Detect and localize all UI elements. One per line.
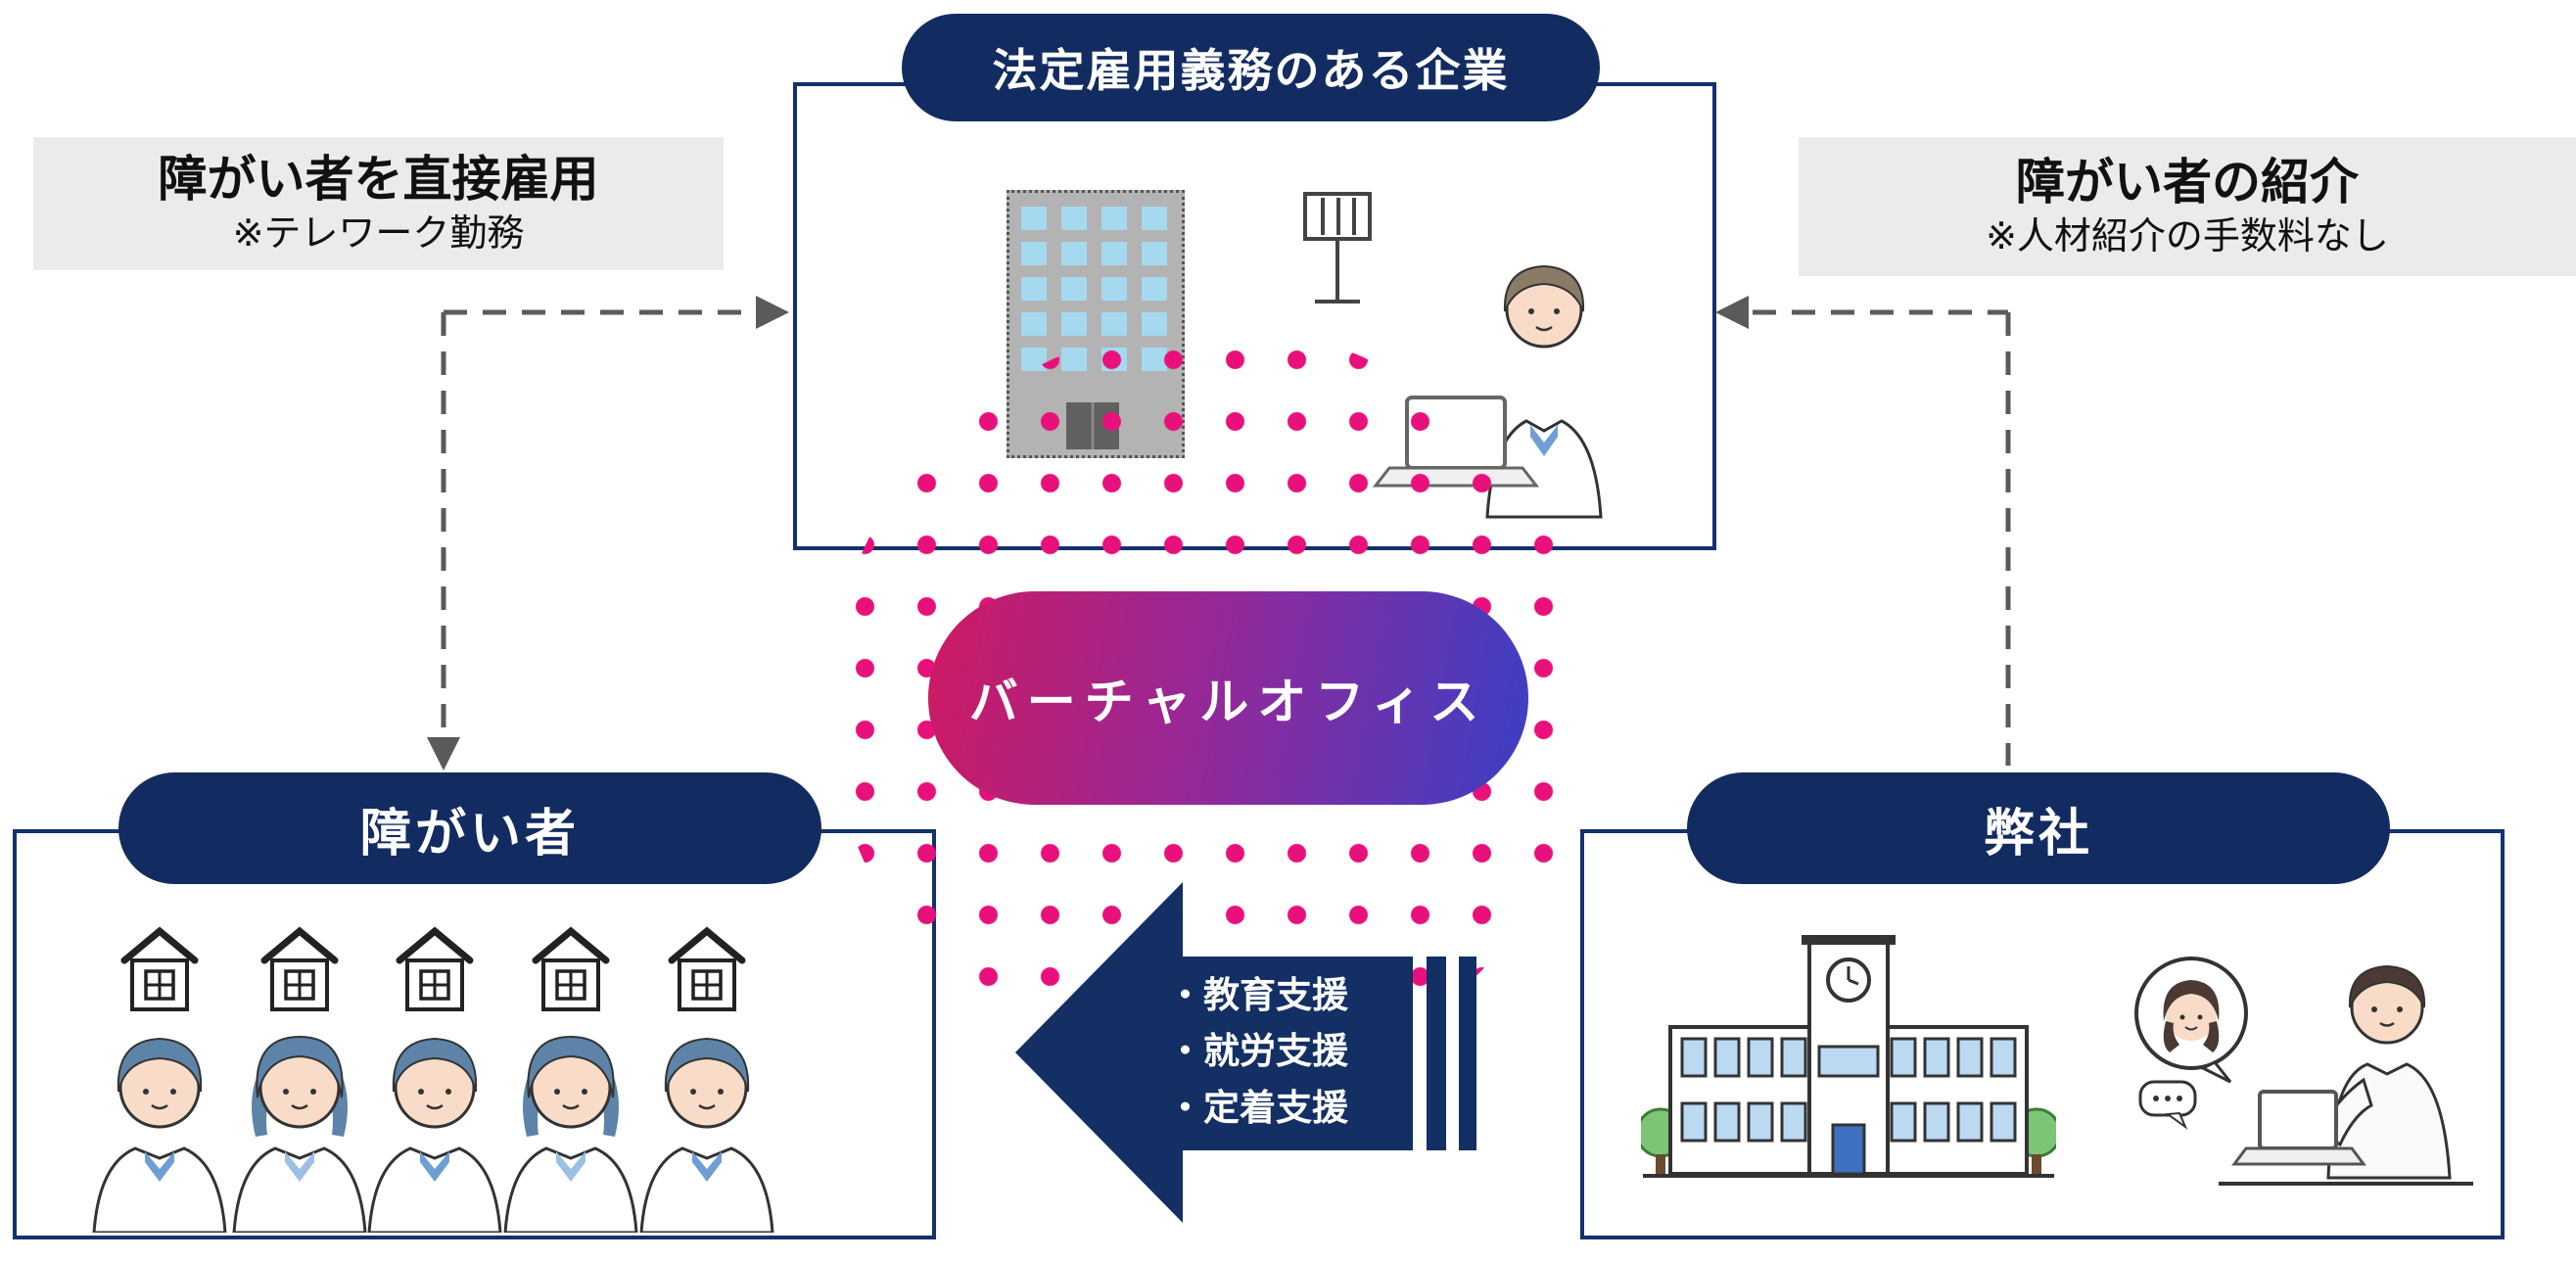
support-item: ・教育支援 [1167,975,1348,1015]
houses-row [103,923,866,1016]
worker-icon [503,1035,638,1233]
worker-icon [367,1037,502,1233]
speech-bubble-icon [2138,1080,2197,1130]
referral-subtitle: ※人材紹介の手数料なし [1986,215,2389,257]
our-company-label-pill: 弊社 [1687,772,2390,884]
employment-flow-arrow [441,309,754,734]
disabled-workers-illustration [92,1035,774,1233]
virtual-office-label: バーチャルオフィス [968,675,1488,729]
consultation-icon [2134,957,2473,1186]
arrowhead-left-icon [1715,296,1749,329]
company-label: 法定雇用義務のある企業 [992,45,1510,96]
house-icon [672,931,742,1009]
support-arrow [1015,882,1476,1223]
virtual-office-pill: バーチャルオフィス [928,591,1528,805]
house-icon [399,931,470,1009]
flag-board-icon [1303,192,1372,304]
company-label-pill: 法定雇用義務のある企業 [902,14,1600,121]
arrowhead-right-icon [756,296,789,329]
worker-icon [639,1037,774,1233]
referral-title: 障がい者の紹介 [2016,155,2359,210]
direct-employment-subtitle: ※テレワーク勤務 [232,212,525,255]
support-item: ・定着支援 [1167,1087,1348,1128]
house-icon [264,931,335,1009]
arrowhead-down-icon [427,737,460,771]
worker-icon [92,1037,227,1233]
direct-employment-title: 障がい者を直接雇用 [158,152,599,208]
disabled-persons-label-pill: 障がい者 [118,772,821,884]
referral-flow-arrow [1753,309,2011,766]
disabled-persons-box [13,829,936,1239]
direct-employment-note: 障がい者を直接雇用 ※テレワーク勤務 [33,137,724,270]
our-company-label: 弊社 [1983,805,2093,863]
support-item: ・就労支援 [1167,1031,1348,1072]
house-icon [536,931,606,1009]
disabled-persons-label: 障がい者 [359,805,580,863]
worker-icon [232,1035,367,1233]
house-icon [124,931,195,1009]
our-company-box [1580,829,2505,1239]
support-items: ・教育支援 ・就労支援 ・定着支援 [1167,967,1461,1136]
referral-note: 障がい者の紹介 ※人材紹介の手数料なし [1799,137,2576,276]
school-building-icon [1641,935,2056,1178]
